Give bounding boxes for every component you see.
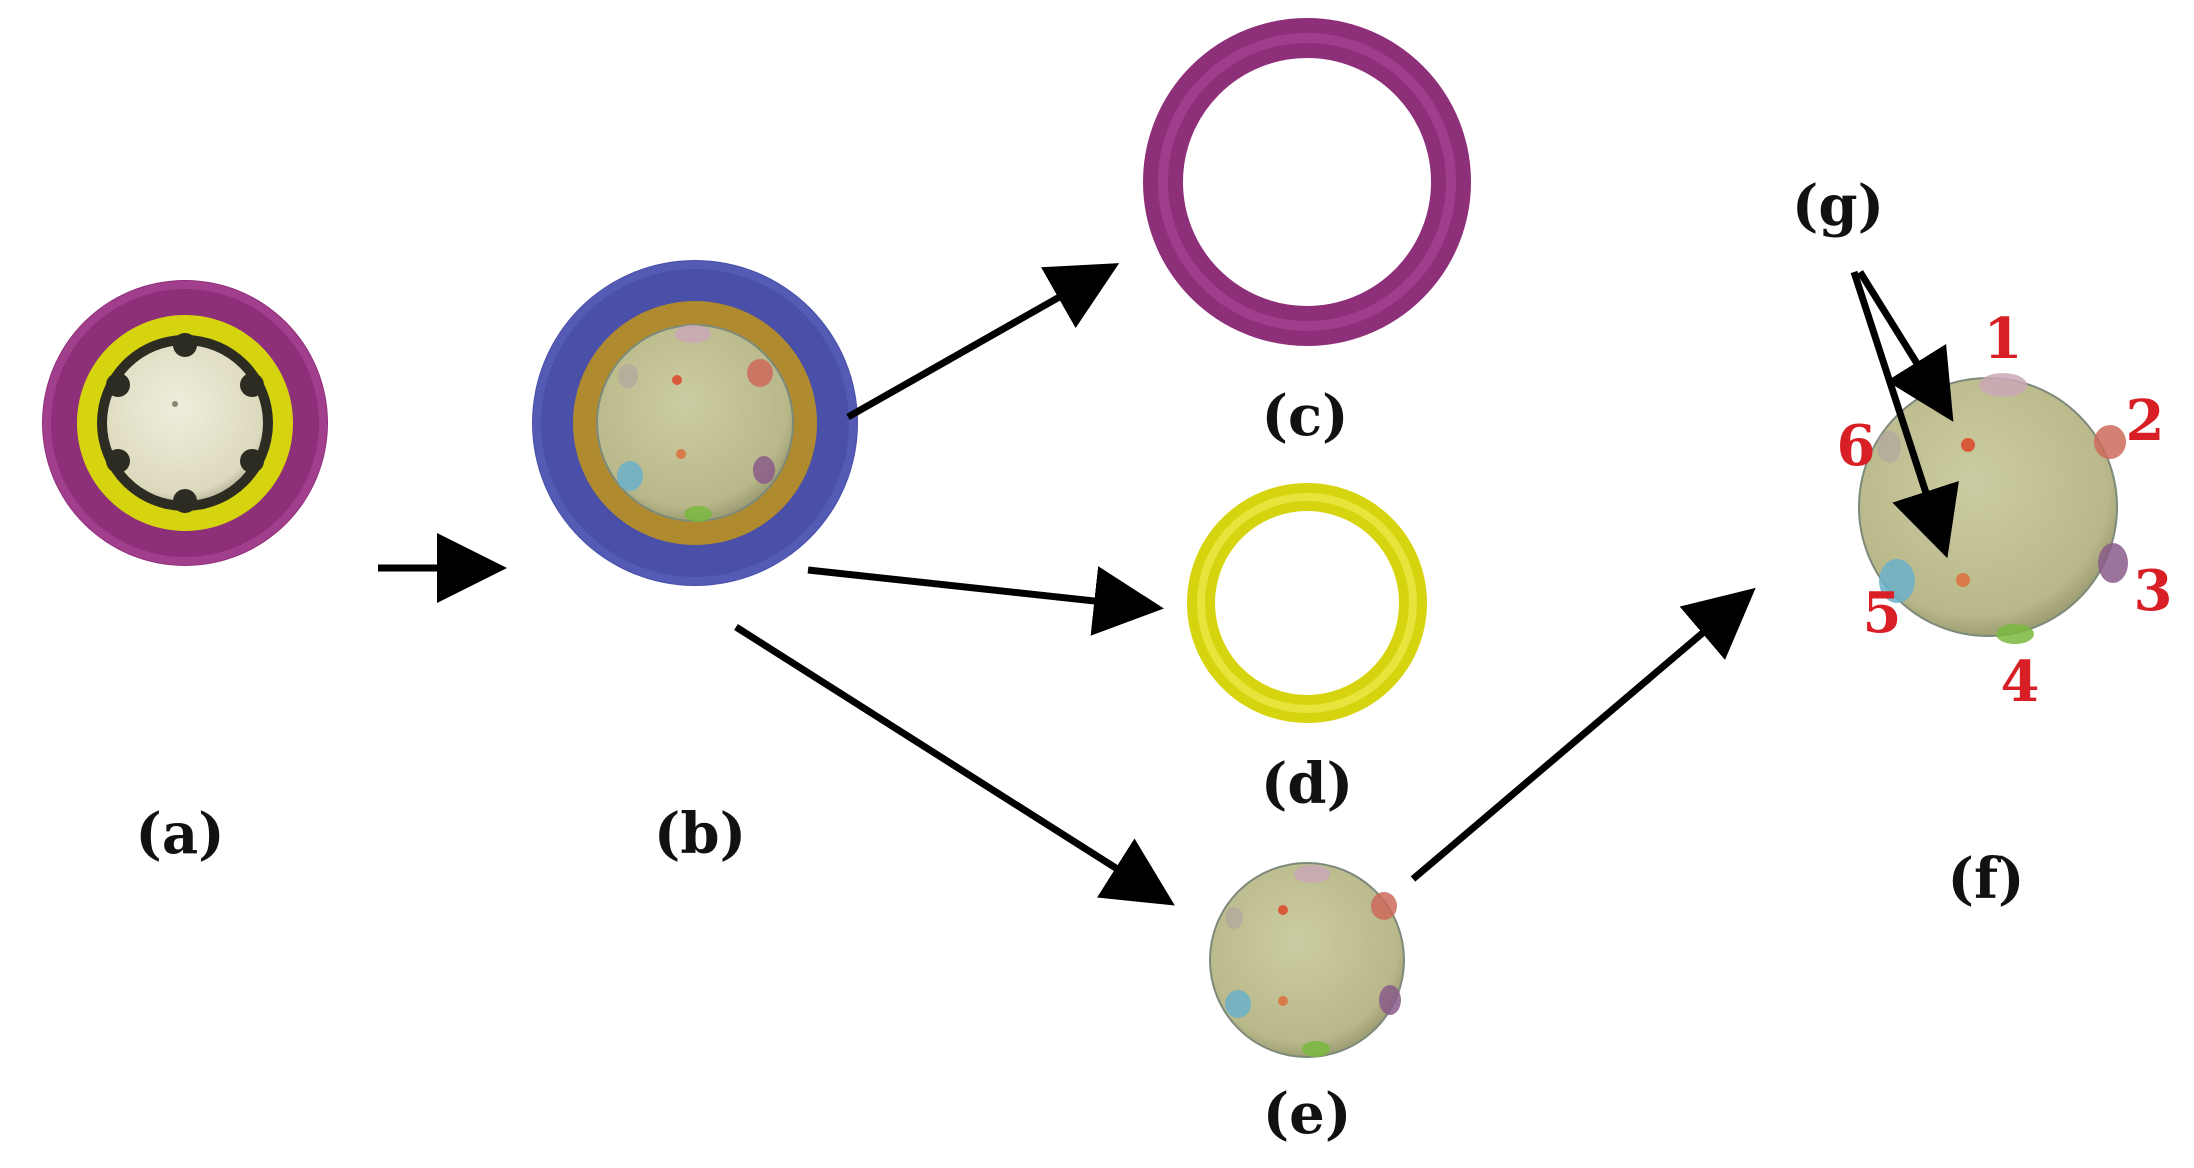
b-seg-3 — [753, 456, 775, 484]
panel-b-figure — [532, 260, 858, 586]
segment-number-4: 4 — [2001, 649, 2040, 715]
f-seg-5 — [1879, 559, 1915, 603]
a-center-dot — [172, 401, 178, 407]
a-core — [107, 345, 263, 501]
a-notch — [106, 373, 130, 397]
e-core — [1209, 862, 1405, 1058]
segment-number-2: 2 — [2126, 388, 2165, 454]
f-seg-4 — [1996, 624, 2034, 644]
a-ring-highlight — [43, 281, 327, 565]
e-seg-1 — [1294, 865, 1330, 883]
segment-number-6: 6 — [1837, 413, 1876, 479]
label-f: (f) — [1947, 846, 2024, 912]
f-red-dot — [1961, 438, 1975, 452]
panel-d-figure — [1187, 483, 1427, 723]
label-d: (d) — [1261, 751, 1353, 817]
arrow-e-to-f — [1410, 587, 1756, 882]
b-seg-1 — [675, 325, 711, 343]
label-b: (b) — [654, 801, 746, 867]
segment-number-5: 5 — [1863, 580, 1902, 646]
f-seg-6 — [1877, 431, 1901, 463]
e-seg-6 — [1225, 907, 1243, 929]
e-red-dot — [1278, 996, 1288, 1006]
a-notch — [240, 449, 264, 473]
b-seg-4 — [684, 506, 712, 522]
e-red-dot — [1278, 905, 1288, 915]
f-seg-1 — [1979, 373, 2027, 397]
e-seg-5 — [1225, 990, 1251, 1018]
a-notch — [173, 333, 197, 357]
arrow-b-to-c — [846, 263, 1120, 421]
b-seg-6 — [618, 364, 638, 388]
panel-f-figure — [1858, 373, 2128, 644]
arrow-b-to-e — [734, 624, 1175, 906]
arrow-g-to-lower-dot — [1850, 270, 1959, 559]
a-notch — [173, 489, 197, 513]
a-notch — [240, 373, 264, 397]
b-blue-ring-shade — [533, 261, 857, 585]
panel-a-figure — [42, 280, 328, 566]
b-seg-5 — [617, 461, 643, 491]
c-ring-highlight — [1158, 33, 1456, 331]
arrows — [378, 263, 1959, 906]
b-red-dot — [676, 449, 686, 459]
d-ring-highlight — [1197, 493, 1417, 713]
segment-number-1: 1 — [1984, 306, 2023, 372]
f-red-dot — [1956, 573, 1970, 587]
segment-number-3: 3 — [2134, 558, 2173, 624]
b-red-dot — [672, 375, 682, 385]
f-seg-2 — [2094, 425, 2126, 459]
label-e: (e) — [1263, 1081, 1352, 1147]
e-seg-4 — [1302, 1041, 1330, 1057]
label-a: (a) — [135, 801, 224, 867]
b-core — [596, 324, 794, 522]
label-c: (c) — [1261, 383, 1348, 449]
f-seg-3 — [2098, 543, 2128, 583]
arrow-g-to-upper-dot — [1857, 270, 1954, 422]
panel-e-figure — [1209, 862, 1405, 1058]
arrow-b-to-d — [807, 566, 1164, 636]
a-notch — [106, 449, 130, 473]
e-seg-2 — [1371, 892, 1397, 920]
b-seg-2 — [747, 359, 773, 387]
panel-c-figure — [1143, 18, 1471, 346]
label-g: (g) — [1792, 173, 1884, 239]
e-seg-3 — [1379, 985, 1401, 1015]
